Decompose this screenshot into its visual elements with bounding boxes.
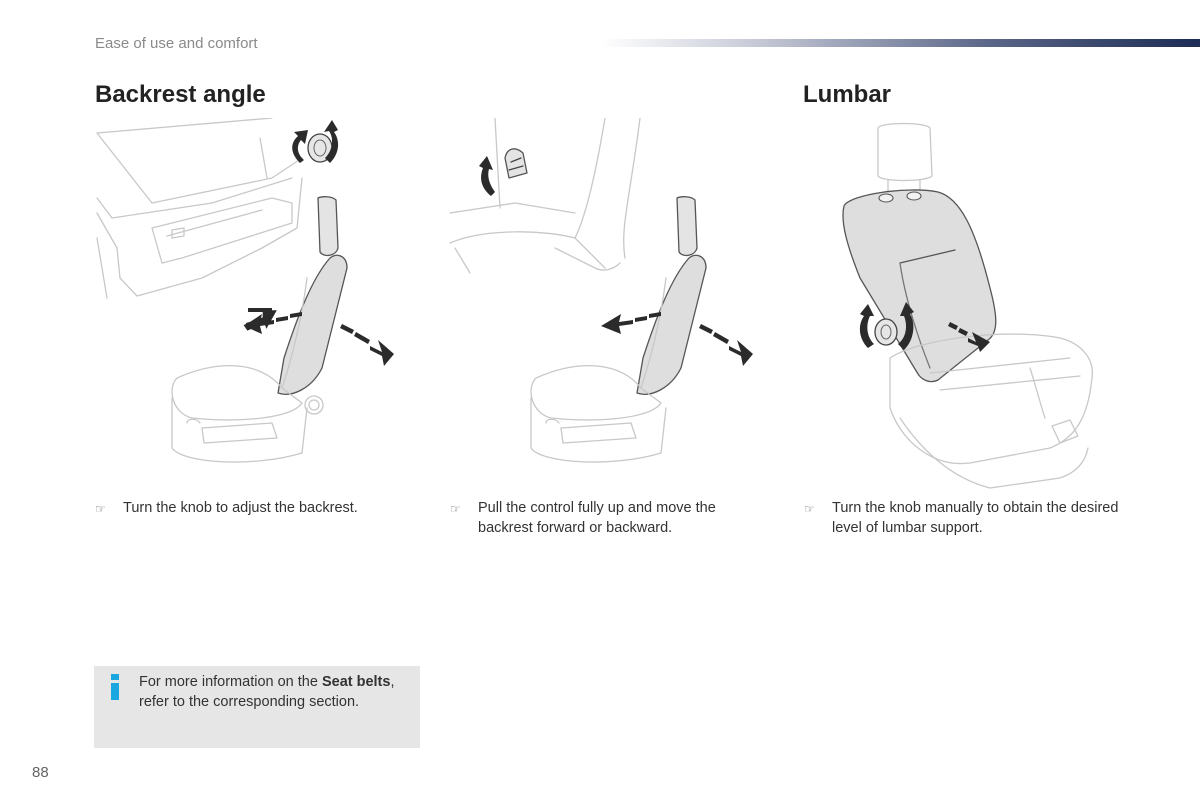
header-section-label: Ease of use and comfort — [95, 35, 258, 52]
instruction-step-backrest-knob: ☞ Turn the knob to adjust the backrest. — [95, 498, 415, 518]
step-text: Turn the knob manually to obtain the des… — [804, 498, 1124, 538]
step-text: Turn the knob to adjust the backrest. — [95, 498, 415, 518]
info-note-text: For more information on the Seat belts, … — [139, 672, 414, 712]
header-gradient-bar — [600, 39, 1200, 47]
info-icon — [110, 674, 120, 700]
instruction-step-backrest-lever: ☞ Pull the control fully up and move the… — [450, 498, 770, 538]
illustration-backrest-lever — [445, 118, 765, 493]
page-number: 88 — [32, 764, 49, 781]
instruction-step-lumbar-knob: ☞ Turn the knob manually to obtain the d… — [804, 498, 1124, 538]
illustration-backrest-knob — [92, 118, 412, 493]
section-title-backrest-angle: Backrest angle — [95, 81, 266, 109]
info-text-before: For more information on the — [139, 674, 322, 690]
illustration-lumbar-knob — [830, 118, 1110, 498]
step-text: Pull the control fully up and move the b… — [450, 498, 770, 538]
pointing-hand-icon: ☞ — [450, 499, 461, 519]
pointing-hand-icon: ☞ — [95, 499, 106, 519]
section-title-lumbar: Lumbar — [803, 81, 891, 109]
pointing-hand-icon: ☞ — [804, 499, 815, 519]
info-text-bold: Seat belts — [322, 674, 391, 690]
info-note-box: For more information on the Seat belts, … — [94, 666, 420, 748]
